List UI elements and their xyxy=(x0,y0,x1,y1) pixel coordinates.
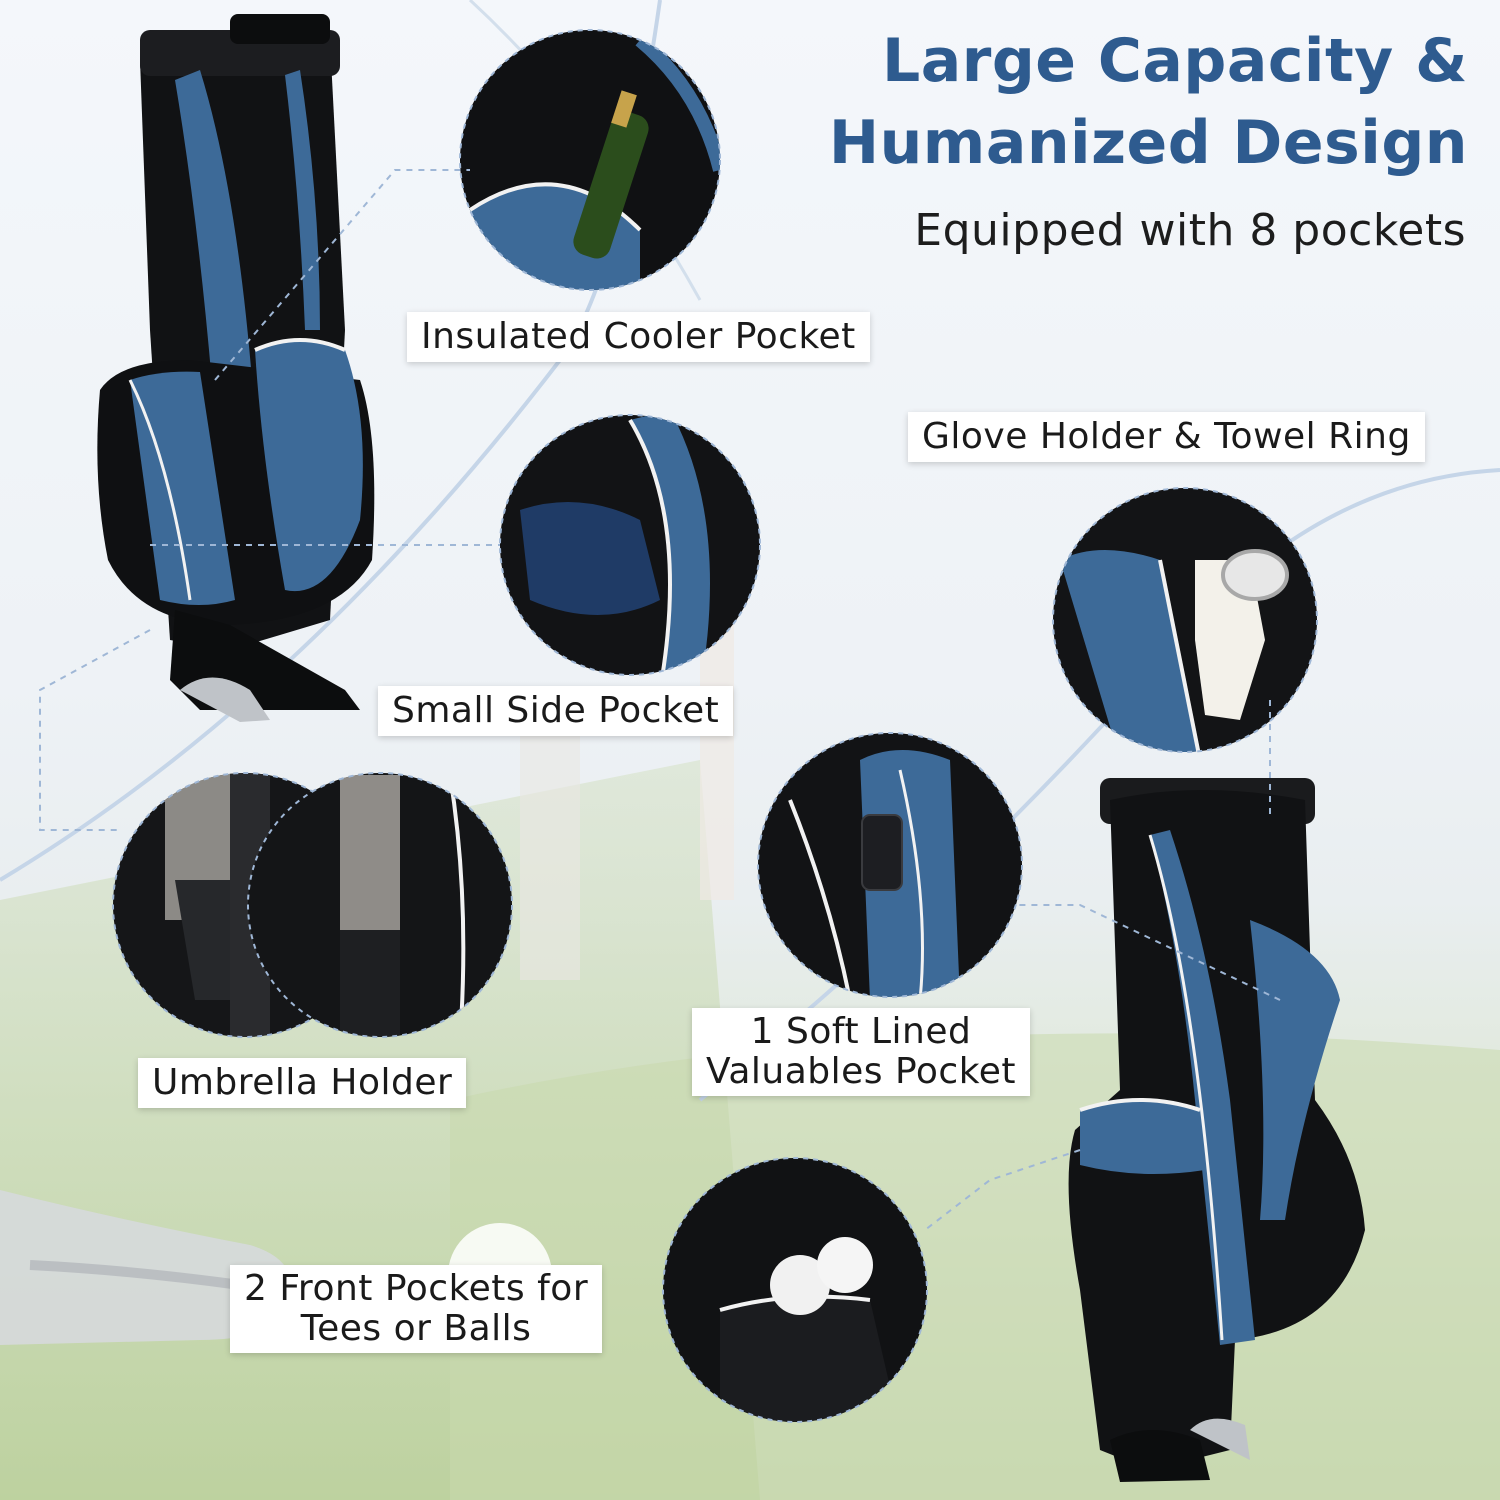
label-glove-holder-towel-ring: Glove Holder & Towel Ring xyxy=(908,412,1425,462)
golf-club-head xyxy=(0,1190,292,1345)
label-front-line-2: Tees or Balls xyxy=(300,1308,532,1349)
label-valuables-line-2: Valuables Pocket xyxy=(706,1051,1017,1092)
connector-lines xyxy=(39,169,1281,1231)
golf-bag-right xyxy=(1068,778,1365,1482)
side-pocket-photo xyxy=(500,415,760,675)
blurred-post xyxy=(520,720,580,980)
valuables-pocket-photo xyxy=(758,733,1022,997)
golf-bag-left xyxy=(97,14,375,722)
cooler-pocket-photo xyxy=(460,30,720,290)
label-umbrella-holder: Umbrella Holder xyxy=(138,1058,467,1108)
label-insulated-cooler-pocket: Insulated Cooler Pocket xyxy=(407,312,870,362)
label-valuables-line-1: 1 Soft Lined xyxy=(750,1011,972,1052)
label-small-side-pocket: Small Side Pocket xyxy=(378,686,734,736)
headline-line-1: Large Capacity & xyxy=(882,26,1468,96)
umbrella-holder-photo-2 xyxy=(248,773,512,1037)
label-front-line-1: 2 Front Pockets for xyxy=(244,1268,589,1309)
label-front-pockets: 2 Front Pockets for Tees or Balls xyxy=(230,1265,603,1353)
front-pockets-photo xyxy=(663,1158,927,1422)
label-valuables-pocket: 1 Soft Lined Valuables Pocket xyxy=(692,1008,1031,1096)
subtitle: Equipped with 8 pockets xyxy=(914,205,1466,256)
glove-holder-photo xyxy=(1053,488,1317,752)
headline-line-2: Humanized Design xyxy=(828,108,1468,178)
